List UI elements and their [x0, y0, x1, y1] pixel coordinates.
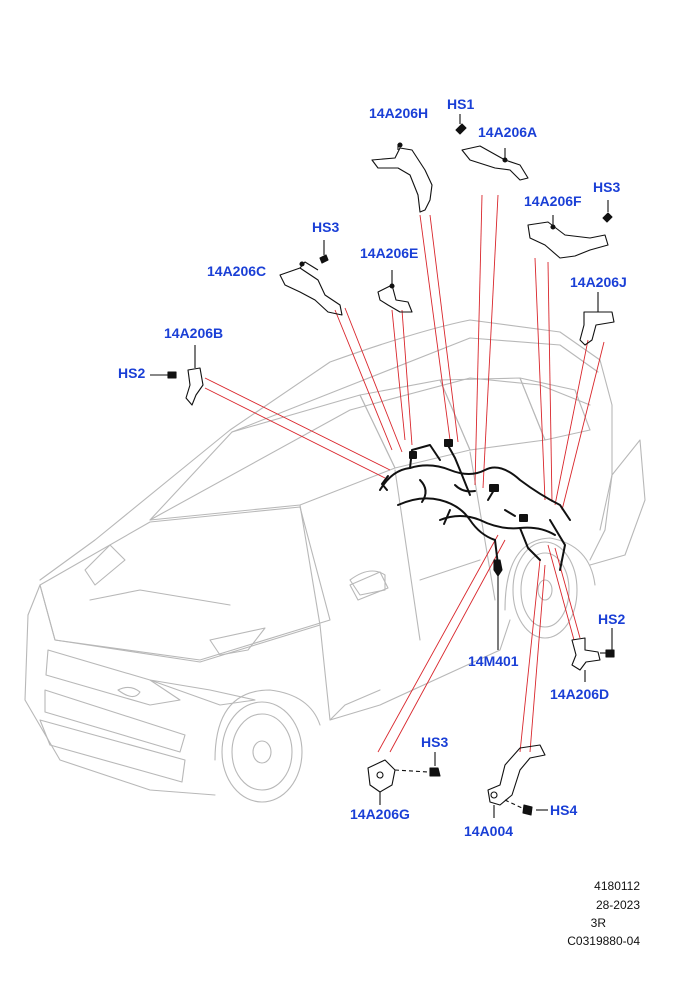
- bracket-14A206C: [279, 261, 343, 316]
- bracket-14A206F: [527, 215, 609, 259]
- bracket-14A206H: [371, 142, 433, 213]
- bracket-14A206B: [185, 345, 204, 406]
- label-14A206A: 14A206A: [478, 124, 537, 140]
- label-14A206G: 14A206G: [350, 806, 410, 822]
- label-14A206E: 14A206E: [360, 245, 418, 261]
- screw-hs4: [522, 804, 548, 816]
- label-hs2-right: HS2: [598, 611, 625, 627]
- bracket-14A004: [487, 744, 546, 818]
- label-hs2-left: HS2: [118, 365, 145, 381]
- screw-hs3-left: [319, 240, 329, 264]
- wiring-harness: [379, 439, 571, 571]
- label-14M401: 14M401: [468, 653, 519, 669]
- reference-code-4: C0319880-04: [567, 934, 640, 948]
- label-14A206D: 14A206D: [550, 686, 609, 702]
- screw-hs2-right: [600, 628, 615, 658]
- reference-code-2: 28-2023: [595, 898, 640, 912]
- label-hs3-bottom: HS3: [421, 734, 448, 750]
- reference-code-1: 4180112: [594, 879, 640, 893]
- screw-hs3-bottom: [429, 752, 441, 777]
- vehicle-outline: [24, 319, 646, 803]
- label-14A206C: 14A206C: [207, 263, 266, 279]
- label-14A206B: 14A206B: [164, 325, 223, 341]
- label-14A206J: 14A206J: [570, 274, 627, 290]
- screw-hs1: [455, 114, 467, 135]
- screw-hs2-left: [150, 371, 177, 379]
- clip-14M401: [493, 559, 503, 650]
- leader-lines: [204, 194, 605, 753]
- label-14A206H: 14A206H: [369, 105, 428, 121]
- label-hs3-top: HS3: [593, 179, 620, 195]
- label-hs1: HS1: [447, 96, 474, 112]
- callout-labels: 14A206H HS1 14A206A 14A206F HS3 HS3 14A2…: [118, 96, 627, 839]
- screw-hs3-top: [602, 200, 613, 223]
- parts: [150, 114, 615, 818]
- label-14A004: 14A004: [464, 823, 513, 839]
- bracket-14A206A: [461, 145, 529, 181]
- label-14A206F: 14A206F: [524, 193, 582, 209]
- label-hs4: HS4: [550, 802, 577, 818]
- bracket-14A206G: [367, 759, 429, 805]
- label-hs3-left: HS3: [312, 219, 339, 235]
- bracket-14A206D: [571, 637, 601, 682]
- bracket-14A206E: [377, 270, 413, 313]
- bracket-14A206J: [579, 292, 615, 346]
- reference-code-3: 3R: [590, 916, 606, 930]
